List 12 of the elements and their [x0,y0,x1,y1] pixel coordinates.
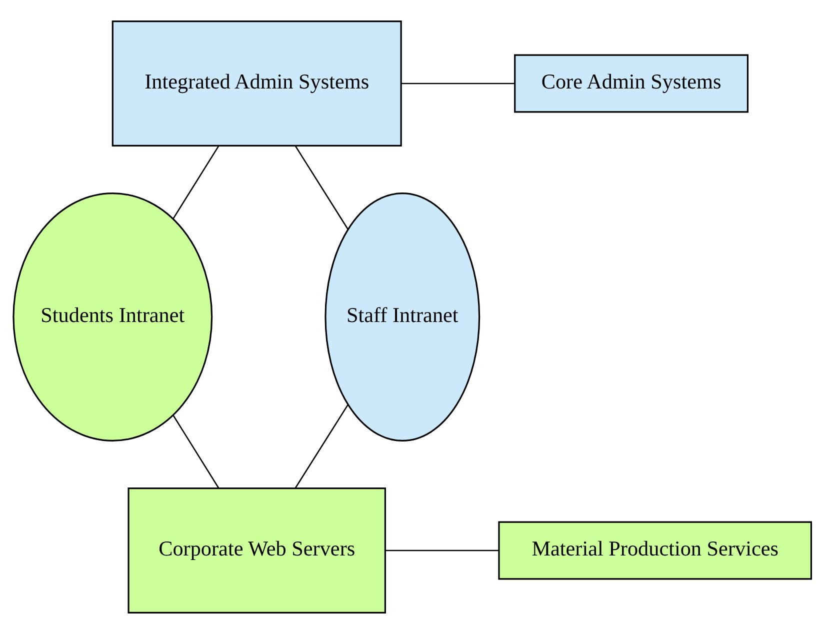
node-box: Core Admin Systems [514,54,749,112]
connector [401,82,514,84]
node-ellipse: Students Intranet [12,192,213,441]
node-box: Integrated Admin Systems [112,20,402,146]
connector [294,145,349,230]
connector [294,404,348,488]
node-box: Material Production Services [498,520,812,580]
node-box: Corporate Web Servers [128,487,386,613]
connector [385,549,499,551]
connector [172,145,220,219]
node-ellipse: Staff Intranet [324,192,480,441]
connector [172,414,220,488]
